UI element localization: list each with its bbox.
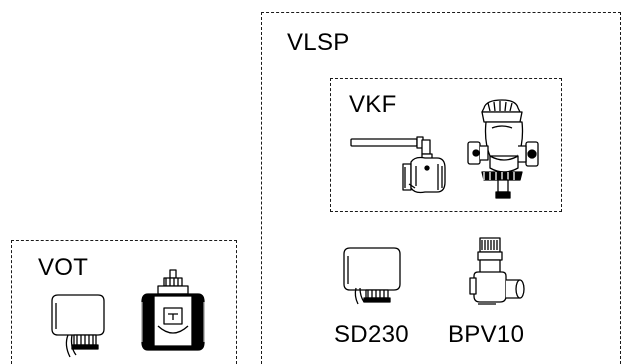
vot-label: VOT (38, 254, 89, 281)
ball-valve-icon (350, 134, 450, 196)
three-way-valve-icon (140, 270, 210, 360)
bpv10-label: BPV10 (448, 321, 525, 348)
actuator-vot-icon (50, 293, 108, 359)
bypass-valve-bpv10-icon (470, 236, 526, 312)
vot-group-box (11, 240, 237, 364)
sd230-label: SD230 (334, 321, 409, 348)
vkf-label: VKF (349, 91, 397, 118)
actuator-sd230-icon (342, 246, 404, 306)
balancing-valve-icon (468, 98, 548, 202)
vlsp-label: VLSP (287, 29, 350, 56)
vkf-group-box (330, 78, 562, 212)
vlsp-group-box (261, 12, 621, 364)
